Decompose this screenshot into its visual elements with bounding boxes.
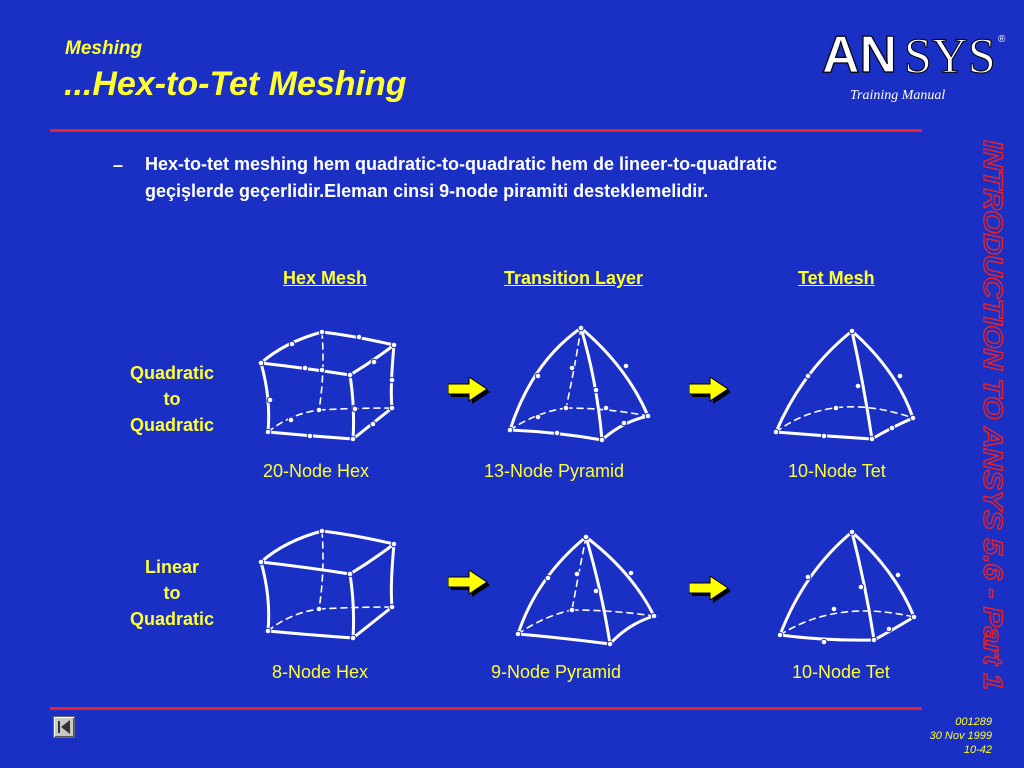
hex-20-node-figure (257, 328, 398, 443)
row-label-line: Linear (144, 557, 200, 577)
right-arrow-icon (689, 377, 731, 404)
caption-8-node-hex: 8-Node Hex (272, 662, 369, 682)
tet-10-node-figure (772, 327, 917, 443)
footer-page: 10-42 (963, 744, 992, 756)
svg-text:INTRODUCTION TO ANSYS 5.6 - Pa: INTRODUCTION TO ANSYS 5.6 - Part 1 (978, 140, 1008, 690)
row-label-line: Quadratic (129, 609, 215, 629)
section-title: Meshing (65, 38, 143, 59)
footer-divider (50, 707, 922, 710)
column-heading-tet: Tet Mesh (798, 268, 875, 288)
back-button[interactable] (53, 716, 75, 738)
row-label-line: to (163, 583, 181, 603)
row-label-line: Quadratic (129, 363, 215, 383)
caption-10-node-tet: 10-Node Tet (788, 461, 886, 481)
side-course-title: INTRODUCTION TO ANSYS 5.6 - Part 1 (977, 140, 1008, 691)
hex-8-node-figure (257, 527, 398, 642)
tet-10-node-figure (776, 528, 918, 646)
row-label-line: Quadratic (129, 415, 215, 435)
pyramid-9-node-figure (514, 533, 658, 648)
caption-9-node-pyramid: 9-Node Pyramid (491, 662, 622, 682)
caption-13-node-pyramid: 13-Node Pyramid (484, 461, 625, 481)
right-arrow-icon (689, 576, 731, 603)
caption-20-node-hex: 20-Node Hex (263, 461, 370, 481)
right-arrow-icon (448, 570, 490, 597)
page-title: ...Hex-to-Tet Meshing (64, 65, 407, 103)
row-label-line: to (163, 389, 181, 409)
svg-text:AN: AN (822, 26, 897, 82)
svg-text:®: ® (998, 34, 1006, 45)
column-heading-transition: Transition Layer (504, 268, 644, 288)
footer-code: 001289 (955, 716, 992, 728)
row-label-linear: Linear to Quadratic (112, 554, 232, 632)
caption-10-node-tet: 10-Node Tet (792, 662, 890, 682)
ansys-logo: AN SYS ® (822, 26, 1006, 82)
svg-text:SYS: SYS (904, 27, 996, 82)
training-manual-label: Training Manual (850, 88, 946, 103)
right-arrow-icon (448, 377, 490, 404)
footer-date: 30 Nov 1999 (929, 730, 992, 742)
bullet-dash: – (113, 155, 124, 175)
row-label-quadratic: Quadratic to Quadratic (112, 360, 232, 438)
bullet-text: Hex-to-tet meshing hem quadratic-to-quad… (145, 154, 778, 201)
header-divider (50, 129, 922, 132)
back-triangle-icon (58, 720, 70, 734)
column-heading-hex: Hex Mesh (283, 268, 368, 288)
pyramid-13-node-figure (506, 324, 652, 444)
